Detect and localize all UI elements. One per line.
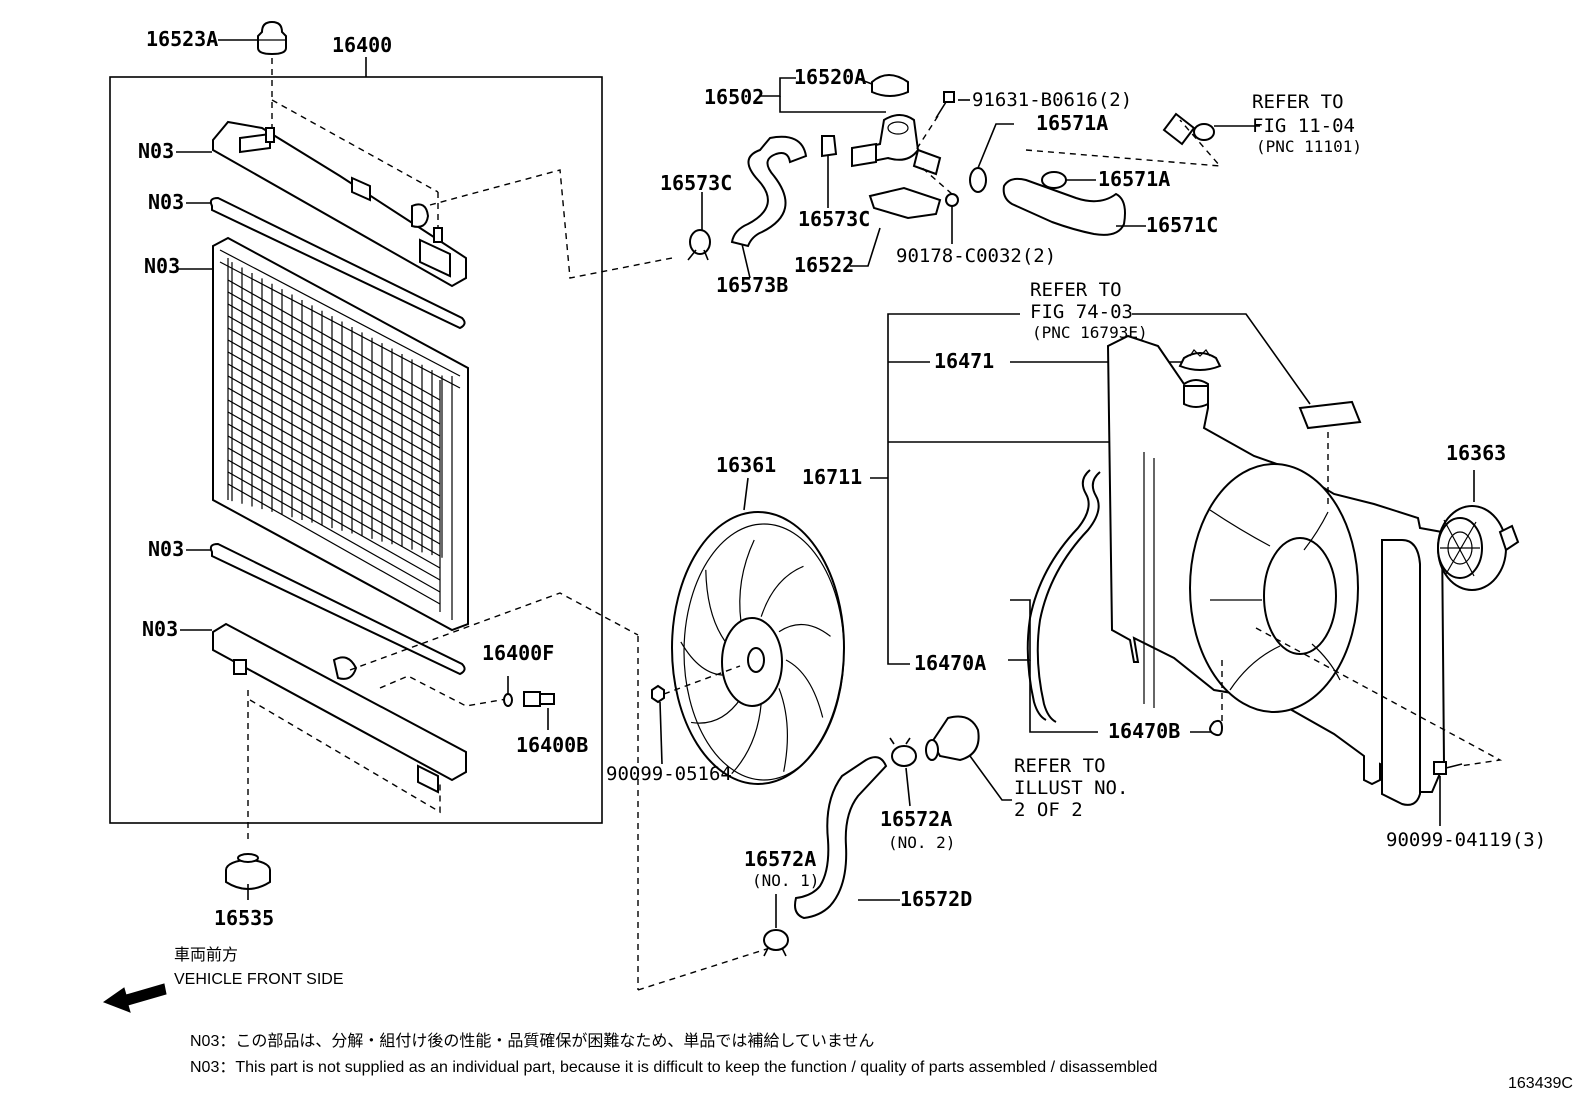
label-16522: 16522 bbox=[794, 253, 854, 277]
tube-16470A bbox=[1036, 471, 1101, 723]
nut-90099-05164 bbox=[651, 684, 665, 704]
label-16400: 16400 bbox=[332, 33, 392, 57]
radiator-core bbox=[212, 236, 469, 632]
radiator-assembly-box bbox=[109, 76, 603, 824]
drain-plug-16400B bbox=[523, 691, 555, 707]
water-outlet-16502 bbox=[851, 114, 942, 176]
upper-tank bbox=[212, 120, 467, 288]
outlet-hose-group bbox=[687, 74, 1260, 279]
label-90099-05164: 90099-05164 bbox=[606, 763, 732, 785]
note-en: N03：This part is not supplied as an indi… bbox=[190, 1059, 1157, 1076]
fan-blade-16361 bbox=[671, 511, 845, 785]
note-jp: N03：この部品は、分解・組付け後の性能・品質確保が困難なため、単品では補給して… bbox=[190, 1032, 874, 1050]
clamp-16573C-right bbox=[821, 135, 838, 158]
label-16573C-right: 16573C bbox=[798, 207, 870, 231]
label-n03-lower-tank: N03 bbox=[142, 617, 178, 641]
figure-number: 163439C bbox=[1508, 1075, 1573, 1092]
label-n03-lower-gasket: N03 bbox=[148, 537, 184, 561]
label-90099-04119: 90099-04119(3) bbox=[1386, 829, 1546, 851]
clamp-16572A-no1 bbox=[763, 929, 789, 957]
lower-tank bbox=[212, 622, 467, 794]
reservoir-cap-16471 bbox=[1178, 349, 1222, 371]
lower-gasket bbox=[209, 542, 466, 676]
label-16573B: 16573B bbox=[716, 273, 788, 297]
label-91631: 91631-B0616(2) bbox=[972, 89, 1132, 111]
label-90178: 90178-C0032(2) bbox=[896, 245, 1056, 267]
pipe-ref-11-04 bbox=[1162, 112, 1215, 146]
label-16572A-no2-sub: (NO. 2) bbox=[888, 833, 955, 852]
label-16520A: 16520A bbox=[794, 65, 866, 89]
clamp-16572A-no2 bbox=[889, 737, 917, 767]
hose-16571C bbox=[1002, 177, 1126, 236]
clip-16470B bbox=[1209, 719, 1224, 737]
ref-illust-line1: REFER TO bbox=[1014, 755, 1106, 777]
label-16361: 16361 bbox=[716, 453, 776, 477]
label-16470A: 16470A bbox=[914, 651, 986, 675]
hose-16573B bbox=[730, 135, 808, 248]
label-16502: 16502 bbox=[704, 85, 764, 109]
label-n03-upper-gasket: N03 bbox=[148, 190, 184, 214]
fan-shroud-16711 bbox=[1106, 334, 1446, 806]
ref-fig-74-03-line1: REFER TO bbox=[1030, 279, 1122, 301]
label-16571A-lower: 16571A bbox=[1098, 167, 1170, 191]
ref-illust-line2: ILLUST NO. bbox=[1014, 777, 1128, 799]
label-16571C: 16571C bbox=[1146, 213, 1218, 237]
clamp-16571A-right bbox=[1041, 171, 1067, 189]
water-inlet-ref bbox=[925, 715, 980, 762]
ref-fig-11-04-line3: (PNC 11101) bbox=[1256, 137, 1362, 156]
label-16573C-left: 16573C bbox=[660, 171, 732, 195]
label-n03-upper-tank: N03 bbox=[138, 139, 174, 163]
bolt-91631 bbox=[935, 91, 955, 119]
radiator-cap-16523A bbox=[257, 20, 287, 56]
label-16363: 16363 bbox=[1446, 441, 1506, 465]
label-16471: 16471 bbox=[934, 349, 994, 373]
front-side-jp: 車両前方 bbox=[174, 946, 238, 964]
nut-90178 bbox=[945, 193, 959, 207]
clamp-16573C-left bbox=[687, 229, 711, 261]
clamp-16571A-left bbox=[969, 167, 987, 193]
lower-cushion-16535 bbox=[225, 853, 271, 890]
label-16572A-no2: 16572A bbox=[880, 807, 952, 831]
label-n03-core: N03 bbox=[144, 254, 180, 278]
label-16400F: 16400F bbox=[482, 641, 554, 665]
label-16470B: 16470B bbox=[1108, 719, 1180, 743]
label-16523A: 16523A bbox=[146, 27, 218, 51]
front-arrow-icon bbox=[102, 983, 167, 1013]
lower-hose-16572D bbox=[794, 756, 888, 920]
ref-fig-11-04-line1: REFER TO bbox=[1252, 91, 1344, 113]
ref-fig-74-03-line3: (PNC 16793E) bbox=[1032, 323, 1148, 342]
label-16711: 16711 bbox=[802, 465, 862, 489]
label-16572A-no1: 16572A bbox=[744, 847, 816, 871]
label-16571A-upper: 16571A bbox=[1036, 111, 1108, 135]
front-side-en: VEHICLE FRONT SIDE bbox=[174, 971, 344, 988]
bolt-90099-04119 bbox=[1433, 761, 1463, 775]
label-16400B: 16400B bbox=[516, 733, 588, 757]
drain-oring-16400F bbox=[503, 693, 513, 707]
ref-fig-74-03-line2: FIG 74-03 bbox=[1030, 301, 1133, 323]
fan-group bbox=[637, 477, 1012, 991]
ref-fig-11-04-line2: FIG 11-04 bbox=[1252, 115, 1355, 137]
ref-illust-line3: 2 OF 2 bbox=[1014, 799, 1083, 821]
label-16572D: 16572D bbox=[900, 887, 972, 911]
label-16535: 16535 bbox=[214, 906, 274, 930]
radiator-assembly-group bbox=[109, 20, 673, 900]
fan-motor-16363 bbox=[1437, 505, 1520, 591]
outlet-gasket-16522 bbox=[868, 186, 942, 220]
shroud-group bbox=[870, 313, 1520, 826]
upper-gasket bbox=[209, 196, 466, 330]
reservoir-cap-16520A bbox=[871, 74, 909, 97]
label-16572A-no1-sub: (NO. 1) bbox=[752, 871, 819, 890]
